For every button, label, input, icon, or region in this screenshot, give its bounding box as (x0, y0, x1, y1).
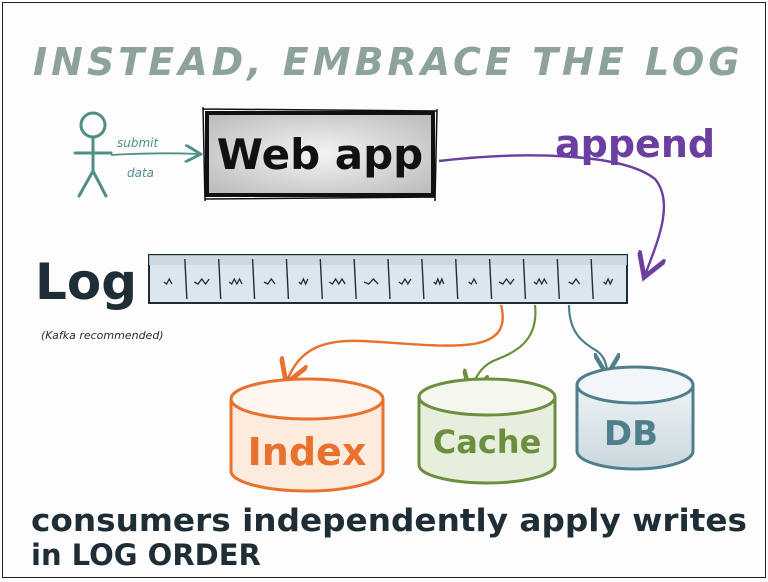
log-entry (387, 258, 412, 300)
data-label: data (127, 166, 154, 180)
log-segments (163, 258, 614, 300)
db-arrow (567, 304, 607, 373)
log-note: (Kafka recommended) (41, 329, 164, 342)
log-entry (590, 258, 614, 300)
log-entry (522, 258, 548, 300)
log-entry (285, 258, 309, 300)
cache-cylinder: Cache (417, 377, 557, 485)
append-label: append (555, 122, 715, 166)
diagram-title: INSTEAD, EMBRACE THE LOG (33, 40, 743, 84)
cache-label: Cache (433, 423, 542, 461)
index-label: Index (248, 430, 367, 474)
caption-line-2: in LOG ORDER (31, 538, 261, 572)
log-entry (163, 277, 173, 285)
log-entry (251, 258, 276, 300)
log-entry (319, 258, 346, 300)
diagram-svg: INSTEAD, EMBRACE THE LOG submit data Web… (31, 40, 747, 572)
web-app-label: Web app (217, 130, 423, 179)
index-arrow (287, 304, 504, 381)
index-cylinder: Index (229, 377, 385, 493)
db-label: DB (604, 414, 658, 454)
log-entry (556, 258, 581, 300)
submit-arrow (110, 153, 199, 155)
append-arrow (438, 154, 664, 275)
log-entry (455, 258, 478, 300)
log-entry (488, 258, 515, 300)
caption-line-1: consumers independently apply writes (31, 503, 747, 539)
log-label: Log (35, 253, 137, 311)
log-entry (218, 258, 243, 300)
log-entry (184, 258, 210, 300)
log-strip (148, 254, 628, 304)
web-app-box: Web app (202, 106, 438, 202)
user-actor-icon (73, 111, 113, 198)
log-entry (353, 258, 379, 300)
db-cylinder: DB (575, 365, 695, 471)
log-entry (421, 258, 445, 300)
submit-label: submit (117, 136, 159, 150)
